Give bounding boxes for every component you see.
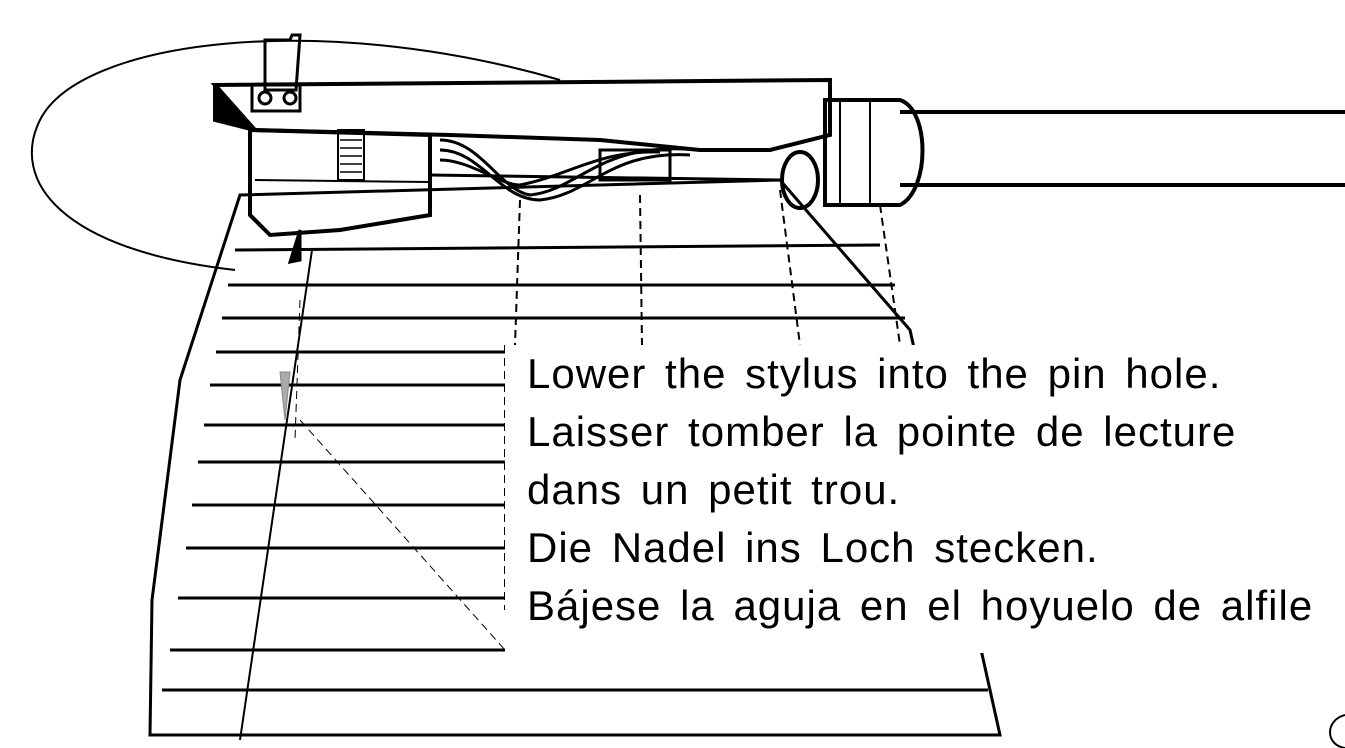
tonearm-collar bbox=[823, 98, 925, 207]
caption-line-french-1: Laisser tomber la pointe de lecture bbox=[527, 408, 1237, 455]
caption-line-french-2: dans un petit trou. bbox=[527, 466, 901, 513]
cartridge bbox=[248, 127, 432, 238]
magnifier-outline bbox=[30, 39, 561, 271]
platter-outline bbox=[148, 178, 1002, 737]
page-mark-circle bbox=[1329, 714, 1345, 748]
caption-line-spanish: Bájese la aguja en el hoyuelo de alfile bbox=[527, 582, 1314, 629]
stylus bbox=[287, 229, 302, 264]
headshell bbox=[210, 77, 832, 152]
caption-line-german: Die Nadel ins Loch stecken. bbox=[527, 524, 1099, 571]
caption-line-english: Lower the stylus into the pin hole. bbox=[527, 350, 1222, 397]
instruction-caption: Lower the stylus into the pin hole. Lais… bbox=[505, 345, 1345, 653]
finger-lift bbox=[263, 33, 302, 92]
